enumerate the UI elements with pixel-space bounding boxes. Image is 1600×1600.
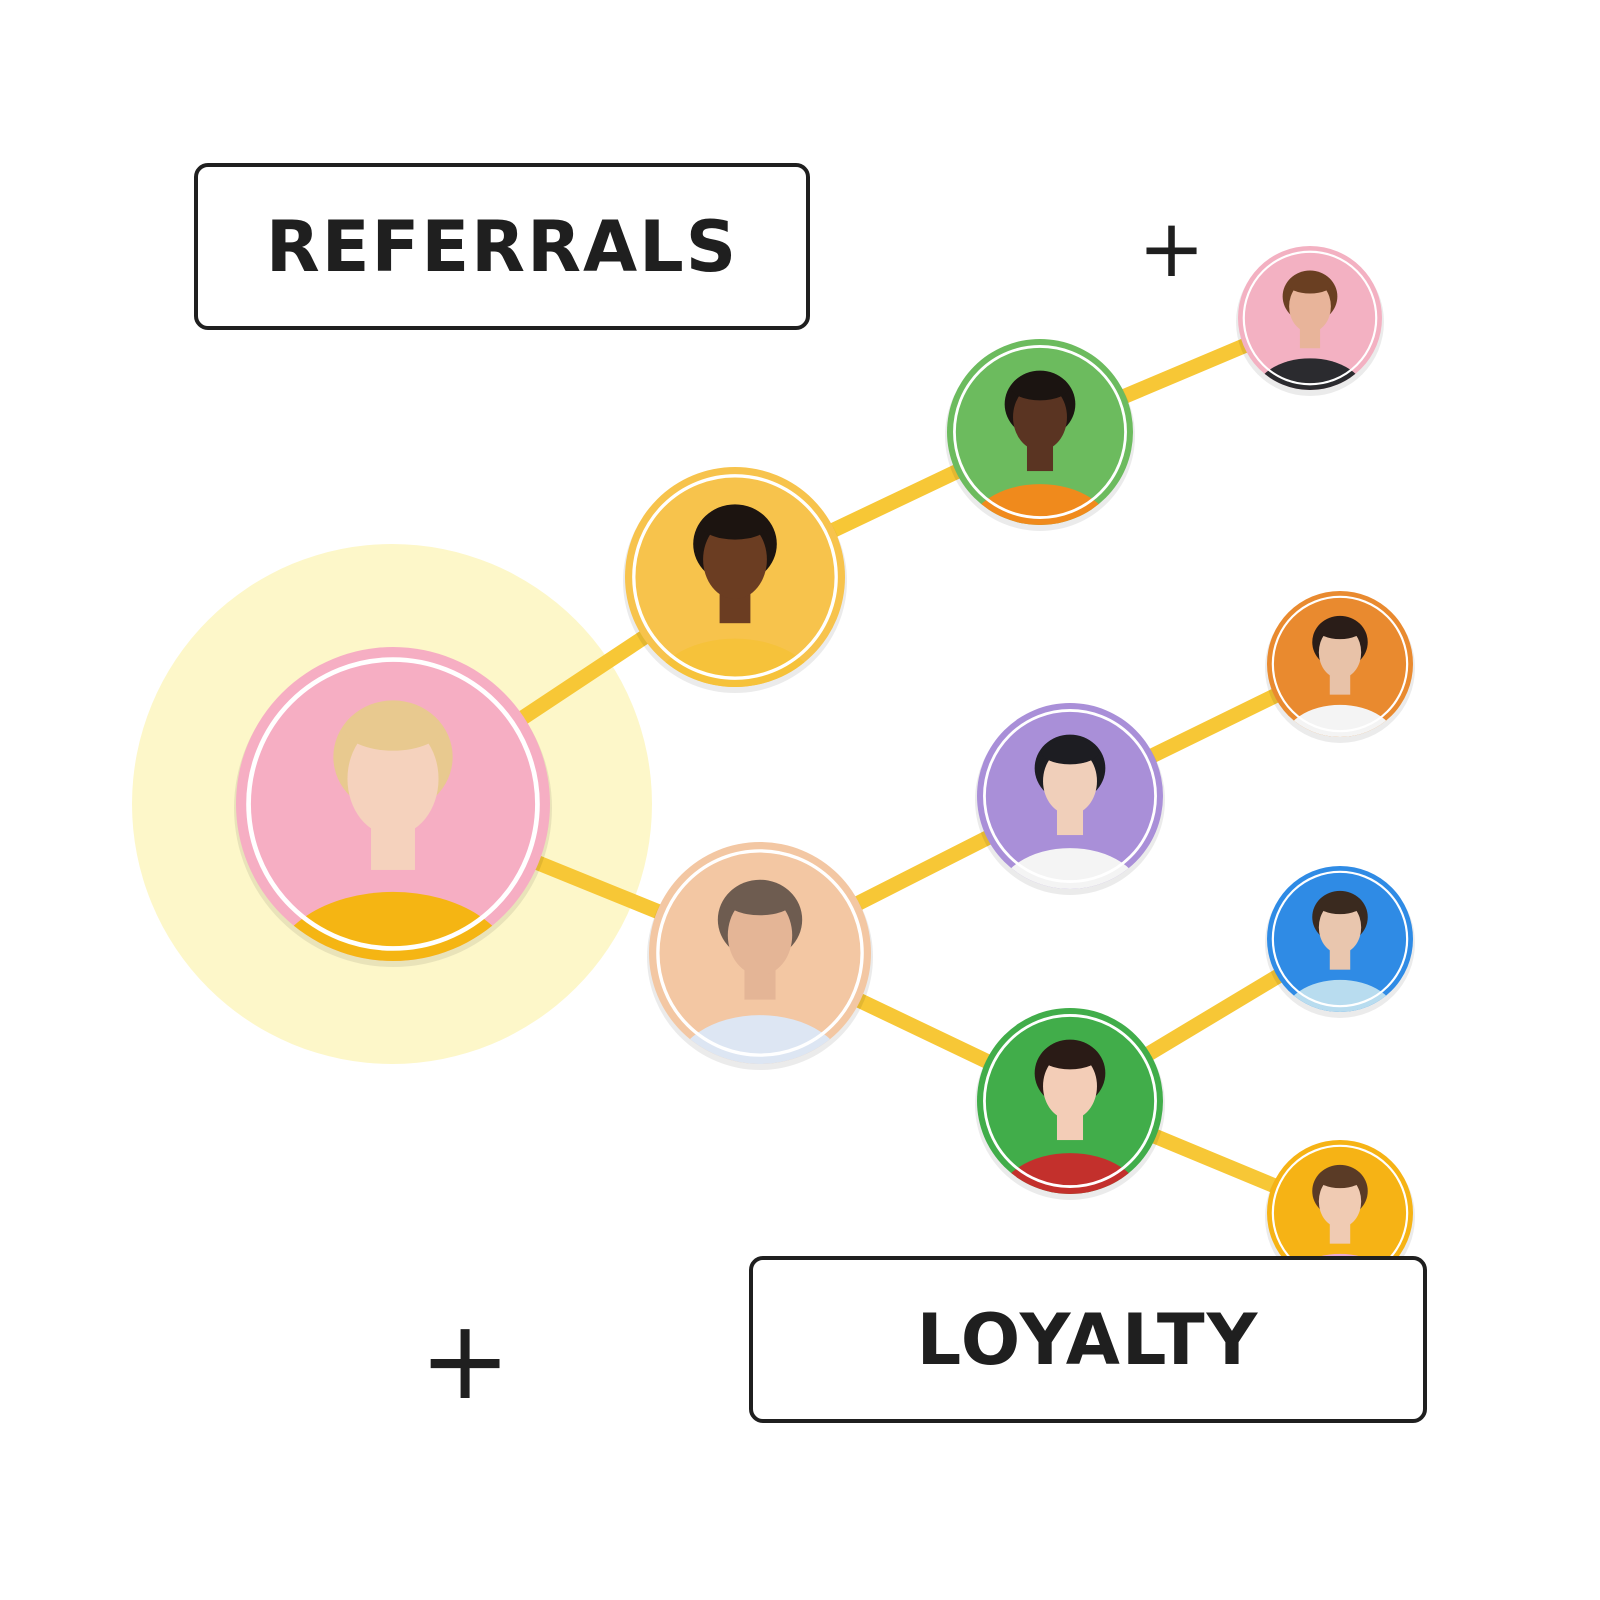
person-face <box>1043 747 1097 815</box>
person-hair-top <box>344 706 442 751</box>
person-face <box>1289 280 1331 333</box>
person-hair-top <box>1041 738 1099 765</box>
avatar-ring <box>953 345 1127 519</box>
person-shirt <box>967 484 1113 525</box>
plus-icon: + <box>1138 202 1206 295</box>
person-avatar <box>1236 246 1384 396</box>
person-hair-top <box>725 884 795 916</box>
avatar-ring <box>1271 870 1409 1008</box>
person-shirt <box>997 1153 1143 1194</box>
person-neck <box>1329 947 1351 970</box>
person-avatar <box>975 1008 1165 1200</box>
avatar-ring <box>656 849 864 1057</box>
avatar-ring <box>1271 595 1409 733</box>
person-face <box>703 519 767 600</box>
person-nodes <box>234 246 1415 1292</box>
person-shirt <box>649 638 821 687</box>
person-face <box>347 722 439 836</box>
loyalty-label: LOYALTY <box>916 1298 1260 1381</box>
person-hair-top <box>1317 1167 1363 1189</box>
person-hair-top <box>1041 1043 1099 1070</box>
loyalty-label-box: LOYALTY <box>749 1256 1427 1423</box>
person-shirt <box>997 848 1143 889</box>
person-hair-top <box>1287 273 1333 294</box>
person-avatar <box>1265 866 1415 1018</box>
person-face <box>1318 1175 1362 1228</box>
avatar-ring <box>1242 250 1378 386</box>
person-face <box>1013 383 1067 451</box>
avatar-ring <box>983 1014 1157 1188</box>
person-avatar <box>234 647 552 967</box>
referrals-label-box: REFERRALS <box>194 163 810 330</box>
person-neck <box>1329 1221 1351 1244</box>
person-avatar <box>945 339 1135 531</box>
person-face <box>1043 1052 1097 1120</box>
person-hair-top <box>1317 618 1363 640</box>
person-avatar <box>647 842 873 1070</box>
person-avatar <box>975 703 1165 895</box>
referrals-label: REFERRALS <box>265 205 739 288</box>
person-face <box>1318 626 1362 679</box>
person-hair-top <box>1317 893 1363 915</box>
person-hair-top <box>700 508 770 540</box>
person-face <box>1318 901 1362 954</box>
person-face <box>727 895 793 976</box>
person-shirt <box>673 1015 847 1064</box>
avatar-ring <box>632 474 838 680</box>
avatar-ring <box>983 709 1157 883</box>
person-neck <box>1299 326 1321 349</box>
avatar-ring <box>246 657 540 951</box>
person-avatar <box>1265 591 1415 743</box>
plus-icon: + <box>419 1296 512 1424</box>
person-neck <box>1329 672 1351 695</box>
person-hair-top <box>1011 374 1069 401</box>
person-avatar <box>623 467 847 693</box>
